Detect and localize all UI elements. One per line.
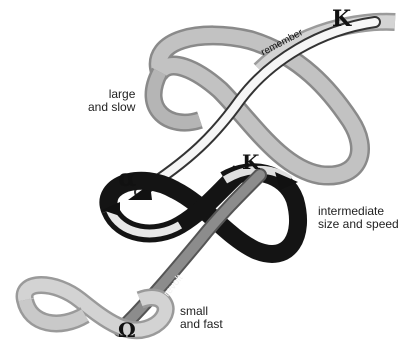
k-symbol-middle: K (242, 150, 259, 174)
large-slow-line-1: large (88, 88, 135, 101)
intermediate-line-2: size and speed (318, 218, 399, 231)
intermediate-line-1: intermediate (318, 205, 399, 218)
small-fast-cycle (25, 285, 166, 330)
omega-symbol: Ω (118, 318, 136, 342)
alpha-symbol: α (118, 163, 136, 192)
small-fast-line-1: small (180, 305, 223, 318)
intermediate-label: intermediate size and speed (318, 205, 399, 230)
large-slow-label: large and slow (88, 88, 135, 113)
small-fast-label: small and fast (180, 305, 223, 330)
k-symbol-top: K (332, 6, 351, 32)
large-slow-line-2: and slow (88, 101, 135, 114)
small-fast-line-2: and fast (180, 318, 223, 331)
